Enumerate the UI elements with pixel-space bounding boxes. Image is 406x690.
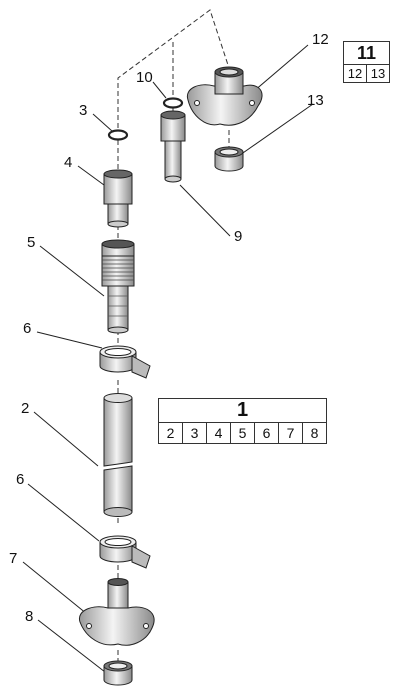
callout-6-lower: 6 [16,471,25,488]
hose-clamp-part-6-lower [99,535,151,569]
oring-part-3 [107,129,129,141]
assembly-part-cell: 12 [343,64,367,83]
oring-part-10 [162,97,184,109]
assembly-label: 1 [158,398,327,423]
callout-5: 5 [27,234,36,251]
callout-8: 8 [25,608,34,625]
assembly-part-cell: 6 [254,422,279,444]
assembly-label: 11 [343,41,390,65]
assembly-part-cell: 8 [302,422,327,444]
assembly-part-cell: 3 [182,422,207,444]
fitting-part-4 [103,169,133,228]
assembly-part-cell: 7 [278,422,303,444]
assembly-part-cell: 4 [206,422,231,444]
assembly-guide-lines [117,9,230,663]
hose-clamp-part-6-upper [99,345,151,379]
callout-7: 7 [9,550,18,567]
hose-part-2 [103,393,133,517]
flange-outlet-part-7 [78,578,155,646]
adapter-part-9 [160,110,186,183]
assembly-part-cell: 2 [158,422,183,444]
callout-4: 4 [64,154,73,171]
callout-9: 9 [234,228,243,245]
assembly-table-11: 11 12 13 [343,41,390,83]
callout-6-upper: 6 [23,320,32,337]
callout-12: 12 [312,31,329,48]
leader-lines [22,44,314,673]
seal-ring-part-13 [214,146,244,172]
flange-housing-part-12 [186,66,263,126]
callout-3: 3 [79,102,88,119]
callout-2: 2 [21,400,30,417]
callout-10: 10 [136,69,153,86]
callout-13: 13 [307,92,324,109]
assembly-table-1: 1 2 3 4 5 6 7 8 [158,398,327,444]
hose-nipple-part-5 [101,239,135,334]
seal-ring-part-8 [103,660,133,686]
assembly-part-cell: 13 [366,64,390,83]
assembly-part-cell: 5 [230,422,255,444]
